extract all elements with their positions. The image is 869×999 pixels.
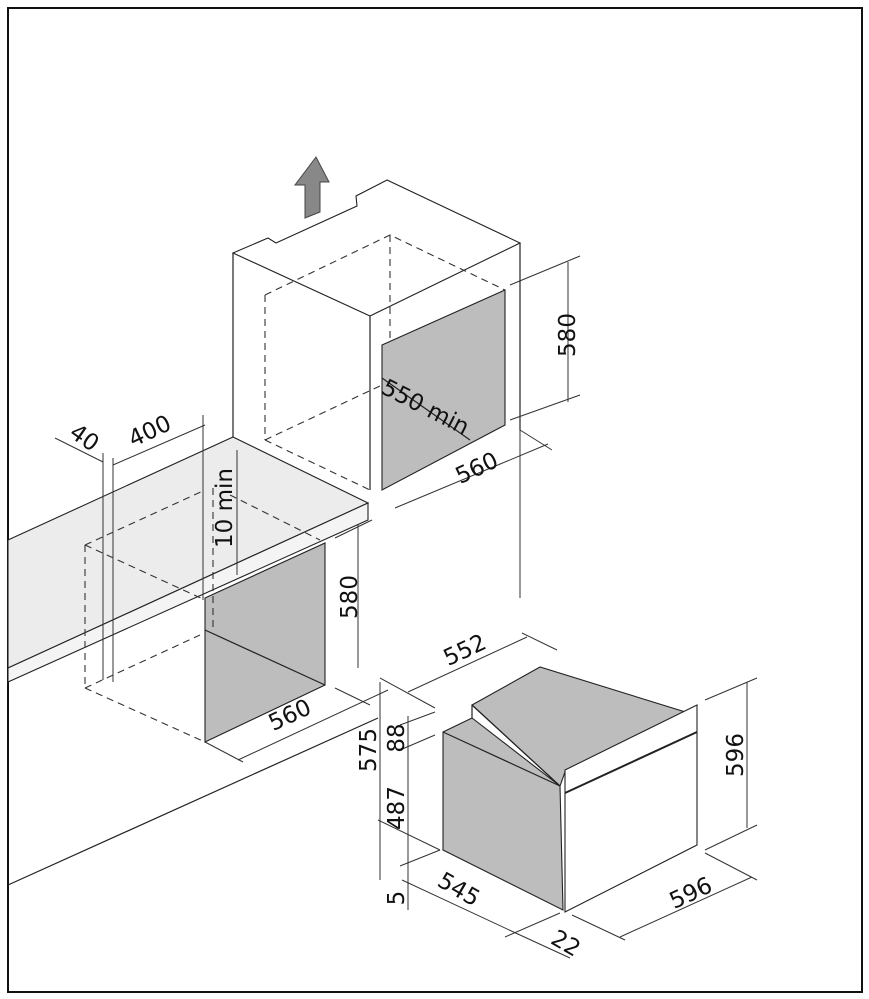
upper-height-label: 580	[555, 313, 581, 357]
oven-width-label: 596	[666, 873, 717, 915]
oven-575-label: 575	[356, 728, 382, 772]
oven-height-label: 596	[723, 733, 749, 777]
lower-height-dimension: 580	[334, 519, 373, 668]
lower-height-label: 580	[337, 575, 363, 619]
oven-front-label: 22	[546, 925, 584, 962]
oven-front	[564, 704, 698, 913]
oven	[442, 666, 698, 913]
oven-depth-body-label: 545	[433, 868, 484, 912]
airflow-arrow-icon	[294, 156, 330, 219]
gap-min-label: 10 min	[212, 468, 238, 548]
counter-40-label: 40	[65, 419, 104, 457]
upper-cabinet	[231, 179, 522, 598]
lower-cabinet	[7, 488, 379, 886]
oven-88-label: 88	[384, 723, 410, 752]
oven-487-label: 487	[384, 786, 410, 830]
frame-border	[7, 7, 863, 993]
upper-width-label: 560	[452, 448, 503, 490]
oven-side	[442, 717, 564, 911]
oven-5-label: 5	[384, 891, 410, 906]
counter-400-label: 400	[125, 411, 176, 453]
upper-height-dimension: 580	[509, 255, 581, 421]
upper-niche	[381, 289, 506, 491]
